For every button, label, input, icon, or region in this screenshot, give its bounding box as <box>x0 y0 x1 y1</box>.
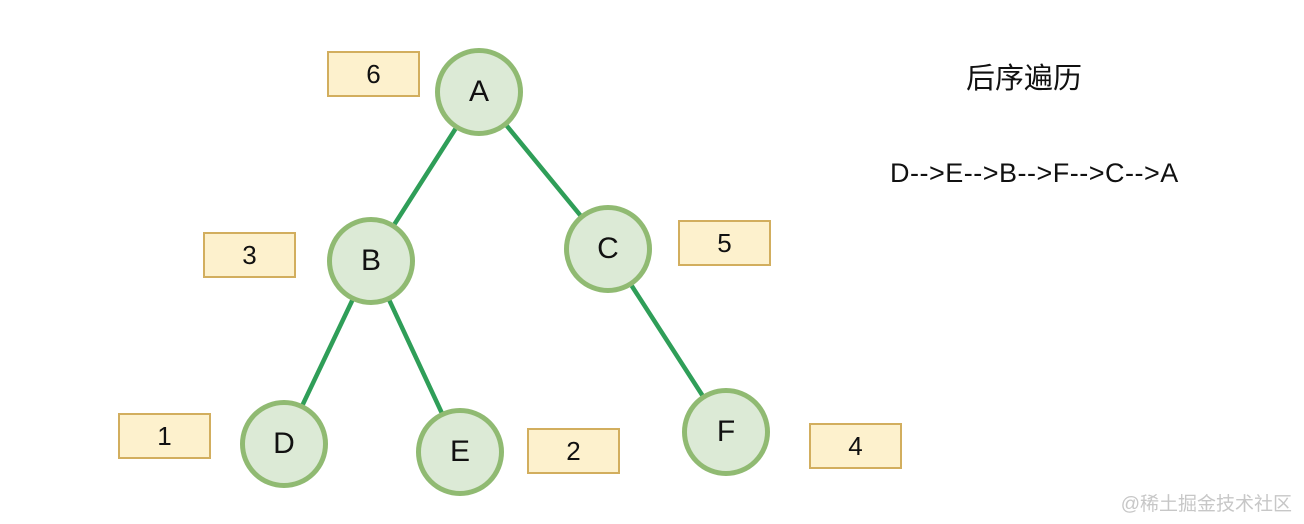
order-box-d-value: 1 <box>157 420 172 451</box>
tree-node-e: E <box>416 408 504 496</box>
order-box-f-value: 4 <box>848 430 863 461</box>
tree-node-c-label: C <box>597 232 619 265</box>
tree-node-b-label: B <box>360 244 381 277</box>
order-box-a-value: 6 <box>366 58 381 89</box>
order-box-e: 2 <box>527 428 620 474</box>
watermark: @稀土掘金技术社区 <box>1120 494 1292 515</box>
order-box-c-value: 5 <box>717 227 732 258</box>
order-box-b-value: 3 <box>242 239 257 270</box>
tree-node-a: A <box>435 48 523 136</box>
tree-node-e-label: E <box>449 435 470 468</box>
traversal-sequence: D-->E-->B-->F-->C-->A <box>890 158 1179 188</box>
order-box-f: 4 <box>809 423 902 469</box>
tree-node-d: D <box>240 400 328 488</box>
tree-node-f-label: F <box>716 415 736 448</box>
tree-node-b: B <box>327 217 415 305</box>
order-box-a: 6 <box>327 51 420 97</box>
order-box-b: 3 <box>203 232 296 278</box>
order-box-c: 5 <box>678 220 771 266</box>
order-box-e-value: 2 <box>566 435 581 466</box>
tree-node-f: F <box>682 388 770 476</box>
traversal-title: 后序遍历 <box>966 63 1083 95</box>
order-box-d: 1 <box>118 413 211 459</box>
tree-node-c: C <box>564 205 652 293</box>
tree-node-a-label: A <box>468 75 489 108</box>
tree-node-d-label: D <box>273 427 295 460</box>
